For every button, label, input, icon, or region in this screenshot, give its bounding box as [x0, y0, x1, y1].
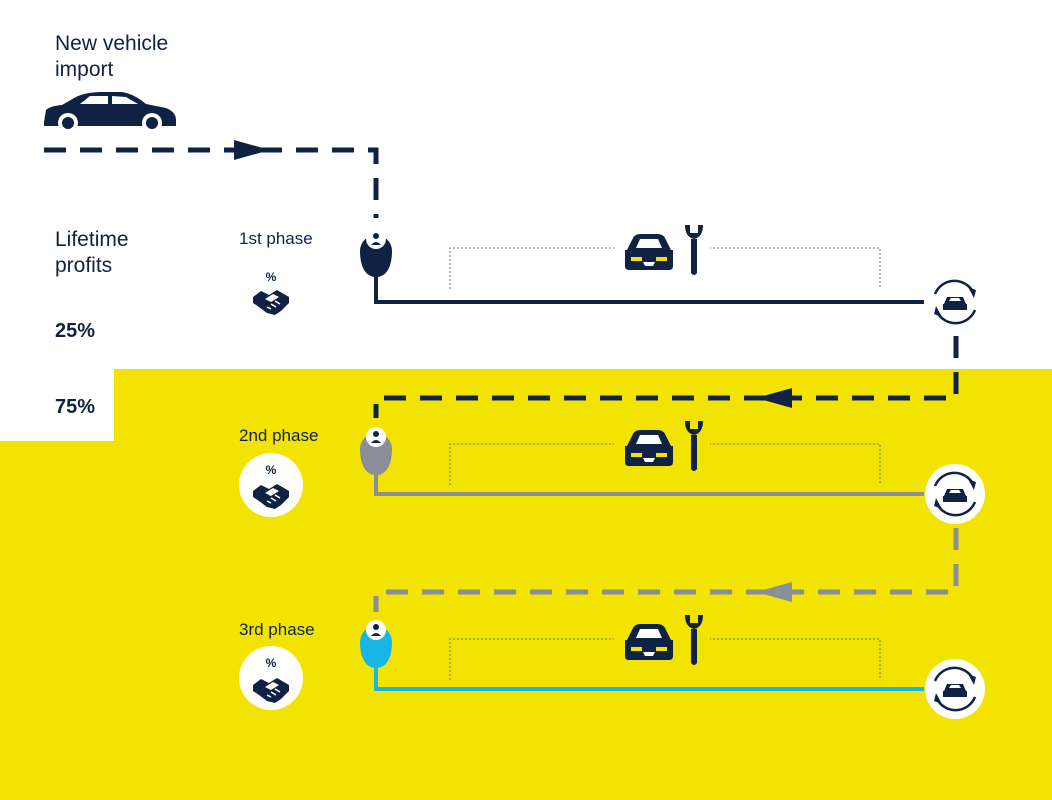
- phase1-line: [374, 273, 924, 304]
- location-pin-icon: [360, 229, 392, 277]
- cycle-icon: [923, 462, 987, 526]
- cycle-icon: [923, 657, 987, 721]
- phase-label-1: 1st phase: [239, 229, 313, 248]
- lifetime-label: Lifetime profits: [55, 228, 129, 277]
- arrow-icon: [756, 388, 792, 408]
- phase-label-2: 2nd phase: [239, 426, 319, 445]
- handshake-badge: [239, 646, 303, 710]
- arrow-icon: [756, 582, 792, 602]
- location-pin-icon: [360, 620, 392, 668]
- location-pin-icon: [360, 427, 392, 475]
- diagram-title: New vehicle import: [55, 32, 169, 81]
- lifetime-share-region: [0, 369, 1052, 800]
- transition-2-3: [373, 528, 959, 612]
- share-first-phase: 25%: [55, 320, 96, 342]
- percent-symbol-2: %: [265, 463, 277, 477]
- import-path: [44, 147, 379, 218]
- phase-label-3: 3rd phase: [239, 620, 315, 639]
- percent-symbol-1: %: [265, 270, 277, 284]
- transition-1-2: [373, 336, 959, 418]
- phase3-line: [374, 665, 924, 691]
- cycle-icon: [923, 270, 987, 334]
- handshake-icon: [252, 289, 290, 316]
- handshake-badge: [239, 453, 303, 517]
- percent-symbol-3: %: [265, 656, 277, 670]
- phase2-line: [374, 470, 924, 496]
- arrow-icon: [234, 140, 270, 160]
- share-later-phases: 75%: [55, 396, 96, 418]
- car-icon: [44, 92, 176, 133]
